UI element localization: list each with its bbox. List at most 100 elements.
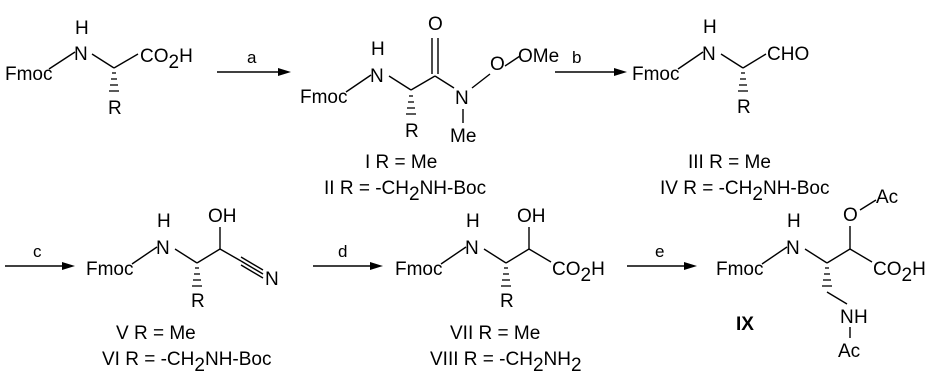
reagent-label-a: a: [247, 48, 257, 67]
bond: [677, 51, 704, 70]
bond: [219, 248, 242, 262]
bond: [131, 246, 158, 265]
atom-r: R: [737, 97, 751, 118]
reaction-arrow-a: a: [217, 48, 291, 76]
hashed-wedge-bond: [192, 267, 202, 287]
reaction-arrow-d: d: [313, 242, 383, 270]
bond: [742, 53, 767, 69]
bond: [483, 248, 507, 264]
hashed-wedge-bond: [822, 267, 832, 287]
bond: [826, 248, 851, 264]
atom-n: N: [370, 66, 384, 87]
bond: [761, 246, 788, 265]
starting-material-fmoc-amino-acid: Fmoc H N R CO2H: [5, 18, 193, 119]
group-ac: Ac: [838, 341, 860, 362]
nitrile-triple-bond: [240, 256, 264, 271]
bond: [91, 53, 115, 69]
atom-r: R: [500, 291, 514, 312]
atom-h: H: [787, 211, 801, 232]
hydroxy-acid: Fmoc H N R OH CO2H: [395, 206, 605, 312]
atom-n: N: [702, 44, 716, 65]
atom-fmoc: Fmoc: [632, 64, 680, 85]
bond: [504, 55, 521, 67]
cyanohydrin: Fmoc H N R OH N: [86, 206, 279, 312]
hashed-wedge-bond: [109, 72, 119, 92]
weinreb-amide: Fmoc H N R O N O OMe Me: [300, 14, 559, 147]
bond: [48, 51, 76, 70]
atom-h: H: [75, 18, 89, 39]
group-cho: CHO: [767, 44, 809, 65]
compound-label-III: III R = Me: [688, 152, 771, 173]
atom-h: H: [157, 211, 171, 232]
aldehyde: Fmoc H N R CHO: [632, 17, 809, 118]
group-oh: OH: [517, 206, 546, 227]
hashed-wedge-bond: [501, 267, 511, 287]
group-oh: OH: [208, 206, 237, 227]
hashed-wedge-bond: [406, 95, 416, 115]
atom-n: N: [455, 88, 469, 109]
product-IX: Fmoc H N H N Ac O Ac CO2H: [716, 187, 926, 362]
atom-n: N: [840, 307, 854, 328]
bond: [826, 291, 848, 305]
compound-label-IV: IV R = -CH2NH-Boc: [660, 178, 829, 205]
compound-label-VIII: VIII R = -CH2NH2: [430, 349, 582, 371]
bond: [196, 248, 221, 264]
bond: [345, 74, 372, 93]
bond: [849, 248, 873, 263]
reagent-label-b: b: [572, 48, 581, 67]
reagent-label-d: d: [338, 242, 347, 261]
bond: [174, 248, 198, 264]
compound-label-VII: VII R = Me: [450, 323, 540, 344]
nitrile-triple-bond: [240, 264, 264, 279]
atom-n: N: [786, 238, 800, 259]
compound-label-IX: IX: [736, 314, 754, 335]
bond: [440, 246, 467, 265]
compound-label-I: I R = Me: [365, 152, 437, 173]
atom-fmoc: Fmoc: [300, 87, 348, 108]
group-ome: OMe: [518, 46, 559, 67]
bond: [859, 199, 877, 211]
atom-nitrile-n: N: [265, 269, 279, 290]
atom-h: H: [371, 39, 385, 60]
atom-fmoc: Fmoc: [716, 259, 764, 280]
carboxyl-group: CO2H: [552, 259, 605, 286]
atom-n: N: [74, 44, 88, 65]
bond: [804, 248, 828, 264]
compound-label-VI: VI R = -CH2NH-Boc: [102, 349, 271, 371]
atom-h: H: [466, 211, 480, 232]
atom-o: O: [843, 205, 858, 226]
group-ac: Ac: [876, 187, 898, 208]
compound-label-V: V R = Me: [116, 323, 196, 344]
atom-h: H: [854, 307, 868, 328]
reaction-arrow-b: b: [555, 48, 627, 76]
atom-h: H: [703, 17, 717, 38]
compound-label-II: II R = -CH2NH-Boc: [324, 178, 486, 205]
bond: [113, 53, 139, 69]
atom-fmoc: Fmoc: [86, 259, 134, 280]
bond: [388, 75, 412, 91]
atom-fmoc: Fmoc: [395, 259, 443, 280]
hashed-wedge-bond: [738, 72, 748, 92]
reaction-arrow-e: e: [627, 242, 697, 270]
atom-fmoc: Fmoc: [5, 64, 53, 85]
atom-n: N: [156, 238, 170, 259]
nitrile-triple-bond: [240, 260, 264, 275]
atom-o: O: [428, 14, 443, 35]
carboxyl-group: CO2H: [140, 46, 193, 73]
atom-n: N: [465, 238, 479, 259]
bond: [471, 73, 491, 89]
atom-r: R: [191, 291, 205, 312]
bond: [528, 248, 552, 263]
reaction-arrow-c: c: [5, 242, 75, 270]
atom-o: O: [490, 54, 505, 75]
reagent-label-c: c: [33, 242, 42, 261]
reagent-label-e: e: [655, 242, 664, 261]
atom-r: R: [108, 98, 122, 119]
bond: [720, 53, 744, 69]
bond: [410, 75, 436, 91]
group-me: Me: [450, 126, 476, 147]
bond: [505, 248, 530, 264]
atom-r: R: [405, 121, 419, 142]
bond: [434, 75, 455, 89]
